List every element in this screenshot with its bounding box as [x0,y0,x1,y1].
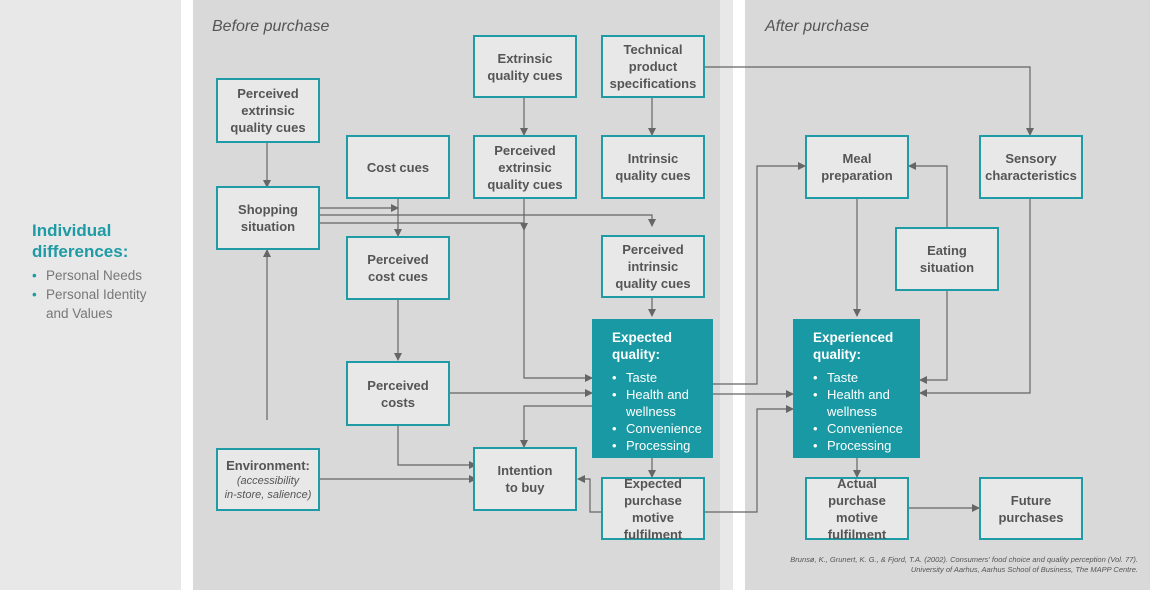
box-label: Perceived intrinsic quality cues [615,242,691,291]
arrow [523,199,593,382]
perceived-cost-cues-box: Perceived cost cues [346,236,450,300]
box-label: Future purchases [998,492,1064,525]
arrow [320,222,528,231]
list-item: Convenience [612,420,702,437]
box-label: Perceived extrinsic quality cues [487,142,563,192]
intention-to-buy-box: Intention to buy [473,447,577,511]
citation-line-1: Brunsø, K., Grunert, K. G., & Fjord, T.A… [790,555,1138,564]
individual-differences-title: Individual differences: [32,221,129,261]
arrow [320,214,656,227]
box-label: Extrinsic quality cues [487,50,563,83]
arrow [705,405,794,513]
box-label: Expected purchase motive fulfilment [623,475,683,542]
perceived-extrinsic-cues-mid-box: Perceived extrinsic quality cues [473,135,577,199]
meal-preparation-box: Meal preparation [805,135,909,199]
arrow [577,475,602,513]
shopping-situation-box: Shopping situation [216,186,320,250]
list-item: Convenience [813,420,903,437]
box-label: Intrinsic quality cues [615,151,691,183]
arrow [520,405,592,448]
intrinsic-quality-cues-box: Intrinsic quality cues [601,135,705,199]
expected-quality-title: Expected quality: [612,330,673,362]
environment-box: Environment: (accessibility in-store, sa… [216,448,320,511]
extrinsic-quality-cues-box: Extrinsic quality cues [473,35,577,98]
list-item: Health and wellness [813,386,903,420]
expected-quality-box: Expected quality: Taste Health and welln… [592,319,713,458]
box-label: Cost cues [366,159,430,175]
list-item: Processing [612,437,702,454]
arrow [908,162,948,227]
divider-left [181,0,193,590]
list-item: Personal Needs [32,266,147,285]
list-item: Health and wellness [612,386,702,420]
sensory-characteristics-box: Sensory characteristics [979,135,1083,199]
arrow [705,66,1034,136]
expected-quality-list: Taste Health and wellness Convenience Pr… [612,369,702,454]
cost-cues-box: Cost cues [346,135,450,199]
future-purchases-box: Future purchases [979,477,1083,540]
perceived-intrinsic-cues-box: Perceived intrinsic quality cues [601,235,705,298]
actual-fulfilment-box: Actual purchase motive fulfilment [805,475,909,542]
box-label: Perceived costs [367,377,429,410]
citation: Brunsø, K., Grunert, K. G., & Fjord, T.A… [790,555,1138,575]
box-label: Technical product specifications [609,42,697,91]
perceived-extrinsic-cues-left-box: Perceived extrinsic quality cues [216,78,320,143]
box-label: Sensory characteristics [985,151,1077,183]
citation-line-2: University of Aarhus, Aarhus School of B… [910,565,1138,574]
experienced-quality-box: Experienced quality: Taste Health and we… [793,319,920,458]
individual-differences: Individual differences: Personal Needs P… [32,220,147,323]
box-label: Meal preparation [821,151,893,183]
after-purchase-title: After purchase [765,18,870,35]
arrow [397,426,477,469]
perceived-costs-box: Perceived costs [346,361,450,426]
box-label: Eating situation [919,243,975,275]
box-label: Actual purchase motive fulfilment [827,475,887,542]
box-label: Environment: [226,458,310,473]
arrow [712,162,806,385]
list-item: Taste [813,369,903,386]
box-label: Shopping situation [238,202,298,234]
individual-differences-list: Personal Needs Personal Identity and Val… [32,266,147,323]
arrow [919,291,948,384]
box-label: Intention to buy [497,463,553,495]
eating-situation-box: Eating situation [895,227,999,291]
list-item: Processing [813,437,903,454]
experienced-quality-title: Experienced quality: [813,330,894,362]
box-label: Perceived extrinsic quality cues [230,86,306,135]
list-item: Personal Identity and Values [32,285,147,323]
divider-right [733,0,745,590]
experienced-quality-list: Taste Health and wellness Convenience Pr… [813,369,903,454]
list-item: Taste [612,369,702,386]
before-purchase-title: Before purchase [212,18,330,35]
technical-specs-box: Technical product specifications [601,35,705,98]
box-sublabel: (accessibility in-store, salience) [224,475,312,501]
arrow [919,199,1031,397]
expected-fulfilment-box: Expected purchase motive fulfilment [601,475,705,542]
box-label: Perceived cost cues [367,252,429,284]
